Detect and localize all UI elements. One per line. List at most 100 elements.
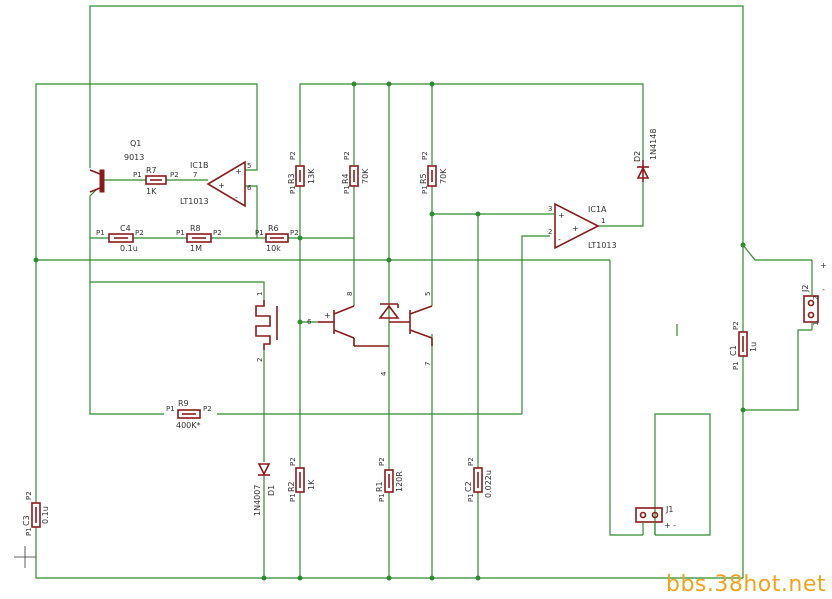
ic1b-pin5: 5 <box>247 162 251 170</box>
r8-pin2: P2 <box>213 229 222 237</box>
r3-resistor: P1 P2 R3 13K <box>287 146 316 194</box>
c2-pin2: P2 <box>467 457 475 466</box>
c3-ref: C3 <box>22 515 31 526</box>
array-pin7: 7 <box>424 362 432 366</box>
r1-ref: R1 <box>375 481 384 492</box>
r3-value: 13K <box>307 168 316 184</box>
c1-value: 1u <box>749 342 758 352</box>
r8-pin1: P1 <box>176 229 185 237</box>
ic1b-value: LT1013 <box>180 197 209 206</box>
c2-capacitor: P1 P2 C2 0.022u <box>464 457 493 502</box>
r9-value: 400K* <box>176 421 201 430</box>
c3-pin2: P2 <box>25 491 33 500</box>
r8-ref: R8 <box>190 224 201 233</box>
c1-ref: C1 <box>729 345 738 356</box>
q1-value: 9013 <box>124 153 144 162</box>
r7-value: 1K <box>146 187 157 196</box>
r1-pin2: P2 <box>378 457 386 466</box>
c4-capacitor: P1 P2 C4 0.1u <box>96 224 144 253</box>
r9-pin2: P2 <box>203 405 212 413</box>
r4-pin1: P1 <box>343 185 351 194</box>
c4-ref: C4 <box>120 224 131 233</box>
d2-diode: D2 1N4148 <box>633 129 658 182</box>
j2-ref: J2 <box>801 285 810 293</box>
r1-pin1: P1 <box>378 493 386 502</box>
j2-minus: - <box>822 285 825 294</box>
d2-value: 1N4148 <box>649 129 658 160</box>
d1-value: 1N4007 <box>253 485 262 516</box>
coil-pin1: 1 <box>256 292 264 296</box>
r2-pin1: P1 <box>289 493 297 502</box>
r7-pin1: P1 <box>133 171 142 179</box>
r9-resistor: P1 P2 R9 400K* <box>166 399 212 430</box>
r4-pin2: P2 <box>343 151 351 160</box>
j1-polarity: + - <box>664 521 676 530</box>
array-pin6: 6 <box>307 318 312 326</box>
c1-capacitor: P1 P2 C1 1u <box>729 321 758 370</box>
r5-pin1: P1 <box>421 185 429 194</box>
array-pin8: 8 <box>346 292 354 296</box>
array-base-plus: + <box>324 311 331 320</box>
ic1a-pin1: 1 <box>601 217 605 225</box>
r4-ref: R4 <box>341 173 350 184</box>
r5-ref: R5 <box>419 173 428 184</box>
array-pin5: 5 <box>424 292 432 296</box>
c3-pin1: P1 <box>25 527 33 536</box>
j2-connector: J2 + - 2 1 <box>801 260 827 330</box>
r7-ref: R7 <box>146 166 157 175</box>
r1-resistor: P1 P2 R1 120R <box>375 457 404 502</box>
q1-transistor: Q1 9013 <box>89 139 144 193</box>
ic1a-plus-sign: + <box>572 224 579 233</box>
r7-resistor: P1 P2 R7 1K <box>133 166 179 196</box>
ic1a-pin3: 3 <box>548 205 552 213</box>
d1-diode: 1N4007 D1 <box>253 463 276 516</box>
r2-value: 1K <box>307 479 316 490</box>
ic1b-minus-input: - <box>235 193 238 202</box>
j2-pin1: 1 <box>812 322 820 326</box>
ic1b-pin7: 7 <box>193 171 197 179</box>
ic1a-opamp: + - + 3 2 1 IC1A LT1013 <box>548 202 617 250</box>
wires <box>35 5 812 579</box>
q1-ref: Q1 <box>130 139 141 148</box>
r6-ref: R6 <box>268 224 279 233</box>
c2-ref: C2 <box>464 481 473 492</box>
r2-ref: R2 <box>287 481 296 492</box>
j2-plus: + <box>820 261 827 270</box>
j1-connector: J1 + - <box>635 505 676 535</box>
r3-pin2: P2 <box>289 151 297 160</box>
transistor-array: 6 + 8 5 4 7 <box>307 292 433 376</box>
c1-pin1: P1 <box>732 361 740 370</box>
r3-ref: R3 <box>287 173 296 184</box>
crosshair-cursor-icon <box>14 546 36 568</box>
ic1a-value: LT1013 <box>588 241 617 250</box>
r5-value: 70K <box>439 168 448 184</box>
j2-pin2: 2 <box>812 296 820 300</box>
array-pin4: 4 <box>380 371 388 376</box>
r6-pin1: P1 <box>255 229 264 237</box>
r4-resistor: P1 P2 R4 70K <box>341 146 370 194</box>
c4-pin2: P2 <box>135 229 144 237</box>
coil-pin2: 2 <box>256 358 264 362</box>
ic1b-plus-input: + <box>235 167 242 176</box>
r6-pin2: P2 <box>290 229 299 237</box>
ic1a-minus-input: - <box>558 235 561 244</box>
ic1a-ref: IC1A <box>588 205 607 214</box>
c3-capacitor: P1 P2 C3 0.1u <box>22 491 50 536</box>
c2-value: 0.022u <box>484 470 493 498</box>
coil-inductor: 1 2 <box>255 292 278 362</box>
r1-value: 120R <box>395 471 404 492</box>
r2-pin2: P2 <box>289 457 297 466</box>
ic1b-pin6: 6 <box>247 184 252 192</box>
ic1a-pin2: 2 <box>548 228 552 236</box>
c3-value: 0.1u <box>41 506 50 524</box>
c4-pin1: P1 <box>96 229 105 237</box>
r6-value: 10k <box>266 244 281 253</box>
r6-resistor: P1 P2 R6 10k <box>255 224 299 253</box>
ic1a-plus-input: + <box>558 211 565 220</box>
r4-value: 70K <box>361 168 370 184</box>
r9-pin1: P1 <box>166 405 175 413</box>
c1-pin2: P2 <box>732 321 740 330</box>
r8-resistor: P1 P2 R8 1M <box>176 224 222 253</box>
r5-resistor: P1 P2 R5 70K <box>419 146 448 194</box>
r5-pin2: P2 <box>421 151 429 160</box>
